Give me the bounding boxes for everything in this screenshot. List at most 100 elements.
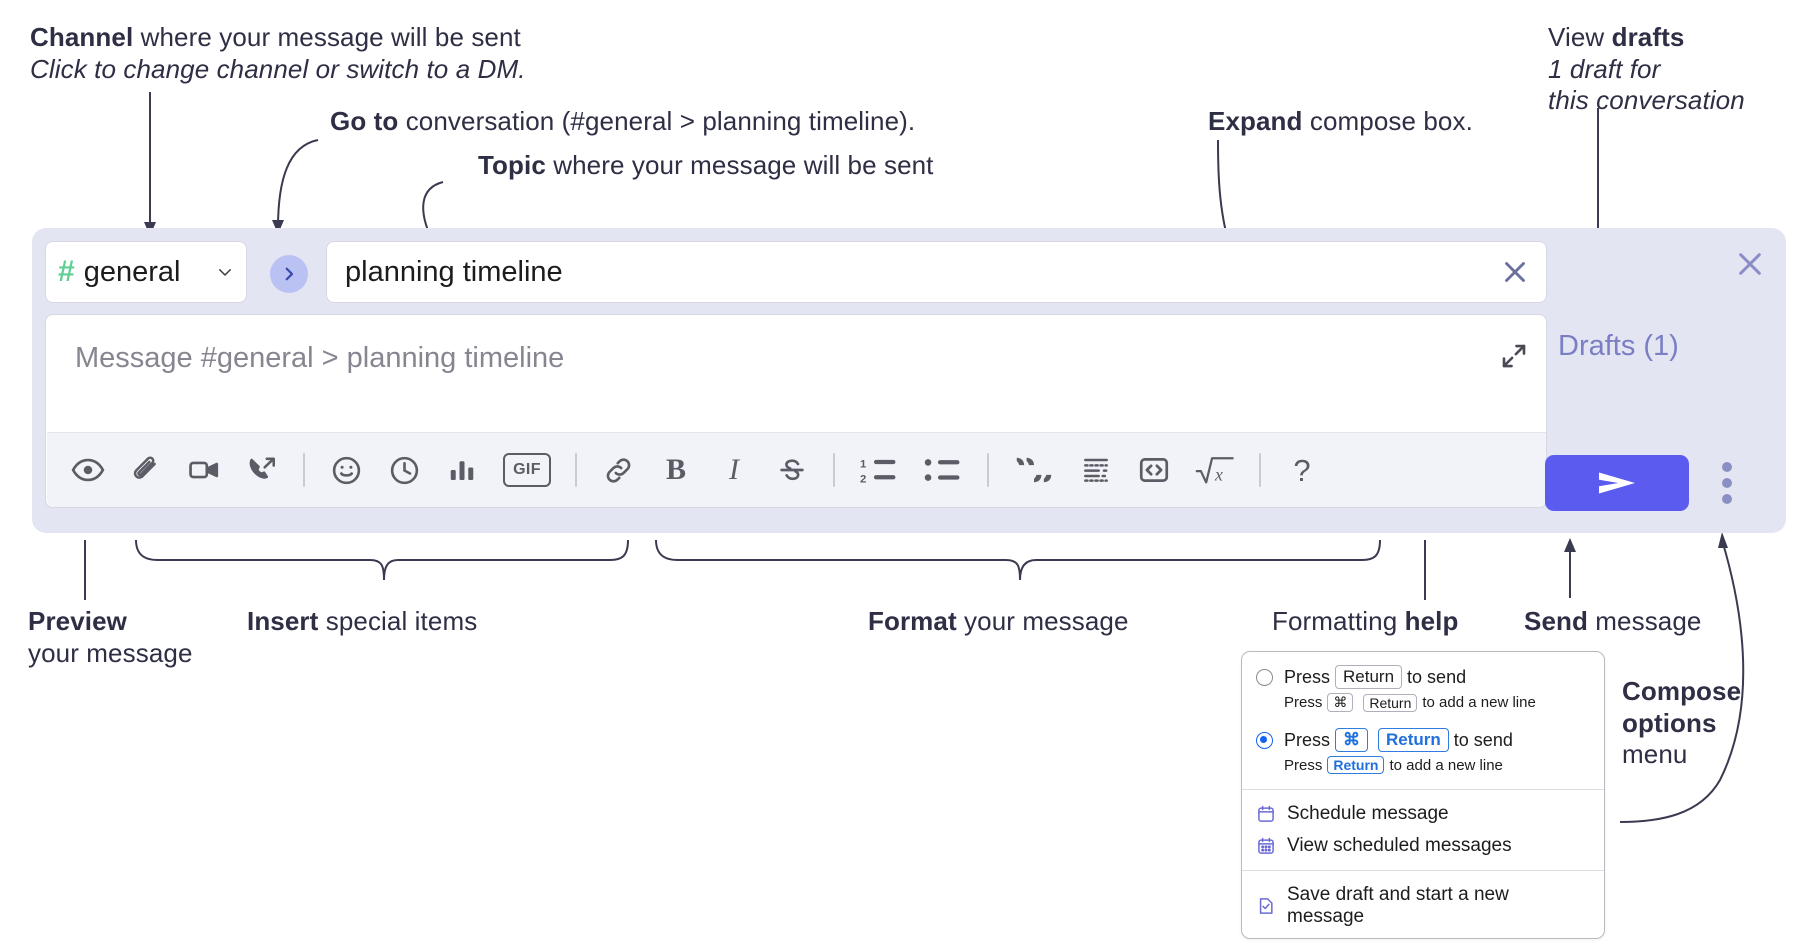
- channel-name-label: general: [83, 255, 181, 288]
- annotation-compose-bold1: Compose: [1622, 676, 1742, 706]
- menu-divider-1: [1242, 789, 1604, 790]
- annotation-compose-rest: menu: [1622, 739, 1688, 770]
- annotation-send-bold: Send: [1524, 606, 1588, 636]
- send-option-return-sub: Press ⌘ Return to add a new line: [1242, 692, 1604, 719]
- option1-sub-post: to add a new line: [1422, 694, 1536, 711]
- radio-return[interactable]: [1256, 668, 1273, 686]
- bold-label: B: [665, 453, 686, 486]
- annotation-drafts-sub1: 1 draft for: [1548, 53, 1661, 84]
- kbd-return-sub: Return: [1363, 693, 1418, 712]
- message-placeholder: Message #general > planning timeline: [75, 342, 565, 374]
- annotation-topic-bold: Topic: [478, 150, 546, 180]
- preview-icon[interactable]: [71, 453, 105, 487]
- emoji-icon[interactable]: [329, 453, 363, 487]
- annotation-goto-bold: Go to: [330, 106, 399, 136]
- dot-2: [1722, 478, 1732, 488]
- kbd-command-2: ⌘: [1335, 728, 1369, 752]
- option2-sub-post: to add a new line: [1389, 756, 1503, 774]
- annotation-formatting-help: Formatting help: [1272, 606, 1458, 638]
- annotation-topic: Topic where your message will be sent: [478, 150, 934, 182]
- svg-text:1: 1: [860, 458, 867, 470]
- annotation-drafts-sub2: this conversation: [1548, 85, 1745, 116]
- annotation-help-bold: help: [1404, 606, 1459, 636]
- audio-call-icon[interactable]: [245, 453, 279, 487]
- radio-cmd-return[interactable]: [1256, 731, 1273, 749]
- link-icon[interactable]: [601, 453, 635, 487]
- annotation-send-rest: message: [1587, 606, 1702, 636]
- annotation-channel-rest: where your message will be sent: [133, 22, 521, 52]
- kbd-return-sub-2: Return: [1327, 756, 1385, 774]
- bulleted-list-icon[interactable]: [923, 453, 963, 487]
- menu-item-save-draft[interactable]: Save draft and start a new message: [1242, 879, 1604, 938]
- compose-options-button[interactable]: [1722, 462, 1732, 504]
- video-icon[interactable]: [187, 453, 221, 487]
- option1-post: to send: [1407, 666, 1467, 687]
- svg-text:x: x: [1214, 465, 1223, 485]
- hash-icon: #: [58, 255, 75, 288]
- document-check-icon: [1256, 896, 1276, 916]
- annotation-channel-sub: Click to change channel or switch to a D…: [30, 53, 526, 84]
- formatting-toolbar: GIF B I 1: [47, 432, 1546, 507]
- attachment-icon[interactable]: [129, 453, 163, 487]
- separator-5: [1259, 453, 1261, 487]
- annotation-channel-bold: Channel: [30, 22, 134, 52]
- menu-item-schedule-message[interactable]: Schedule message: [1242, 798, 1604, 830]
- channel-row: # general planning timeline: [45, 241, 1547, 303]
- annotation-topic-rest: where your message will be sent: [545, 150, 934, 180]
- strikethrough-icon[interactable]: [775, 453, 809, 487]
- annotation-goto-rest: conversation (#general > planning timeli…: [398, 106, 916, 136]
- send-option-cmd-return[interactable]: Press ⌘ Return to send: [1242, 725, 1604, 755]
- compose-panel: # general planning timeline Message #gen…: [32, 228, 1786, 533]
- topic-input[interactable]: planning timeline: [326, 241, 1547, 303]
- dot-3: [1722, 494, 1732, 504]
- help-icon[interactable]: ?: [1285, 453, 1319, 487]
- message-input-box[interactable]: Message #general > planning timeline: [45, 314, 1547, 508]
- help-label: ?: [1293, 452, 1311, 488]
- blockquote-icon[interactable]: [1013, 453, 1055, 487]
- poll-icon[interactable]: [445, 453, 479, 487]
- math-icon[interactable]: x: [1195, 453, 1235, 487]
- menu-item-view-scheduled[interactable]: View scheduled messages: [1242, 830, 1604, 862]
- send-option-cmd-return-sub: Press Return to add a new line: [1242, 755, 1604, 781]
- option1-pre: Press: [1284, 666, 1331, 687]
- channel-selector[interactable]: # general: [45, 241, 247, 303]
- drafts-link[interactable]: Drafts (1): [1558, 330, 1679, 362]
- separator-3: [833, 453, 835, 487]
- bold-icon[interactable]: B: [659, 453, 693, 487]
- annotation-goto: Go to conversation (#general > planning …: [330, 106, 915, 138]
- menu-divider-2: [1242, 870, 1604, 871]
- annotation-channel: Channel where your message will be sent …: [30, 22, 526, 85]
- menu-item-label: View scheduled messages: [1287, 835, 1512, 856]
- option2-sub-pre: Press: [1284, 756, 1323, 774]
- annotation-format-rest: your message: [956, 606, 1129, 636]
- annotation-preview-rest: your message: [28, 637, 193, 668]
- svg-text:2: 2: [860, 474, 866, 485]
- annotation-insert-rest: special items: [318, 606, 478, 636]
- ordered-list-icon[interactable]: 1 2: [859, 453, 899, 487]
- close-icon[interactable]: [1734, 248, 1766, 280]
- kbd-command: ⌘: [1327, 693, 1354, 712]
- menu-item-label: Schedule message: [1287, 803, 1449, 824]
- option2-pre: Press: [1284, 729, 1331, 750]
- separator-2: [575, 453, 577, 487]
- gif-icon[interactable]: GIF: [503, 453, 551, 487]
- kbd-return-2: Return: [1378, 728, 1449, 752]
- schedule-icon[interactable]: [387, 453, 421, 487]
- code-block-icon[interactable]: [1079, 453, 1113, 487]
- annotation-insert: Insert special items: [247, 606, 477, 638]
- italic-label: I: [729, 453, 739, 486]
- annotation-send: Send message: [1524, 606, 1702, 638]
- inline-code-icon[interactable]: [1137, 453, 1171, 487]
- separator-1: [303, 453, 305, 487]
- kbd-return: Return: [1335, 665, 1403, 689]
- send-button[interactable]: [1545, 455, 1689, 511]
- expand-icon[interactable]: [1499, 341, 1529, 371]
- send-option-return[interactable]: Press Return to send: [1242, 662, 1604, 692]
- goto-conversation-button[interactable]: [270, 255, 308, 293]
- clear-topic-icon[interactable]: [1498, 255, 1532, 289]
- compose-options-menu: Press Return to send Press ⌘ Return to a…: [1241, 651, 1605, 939]
- separator-4: [987, 453, 989, 487]
- gif-label: GIF: [503, 453, 551, 487]
- italic-icon[interactable]: I: [717, 453, 751, 487]
